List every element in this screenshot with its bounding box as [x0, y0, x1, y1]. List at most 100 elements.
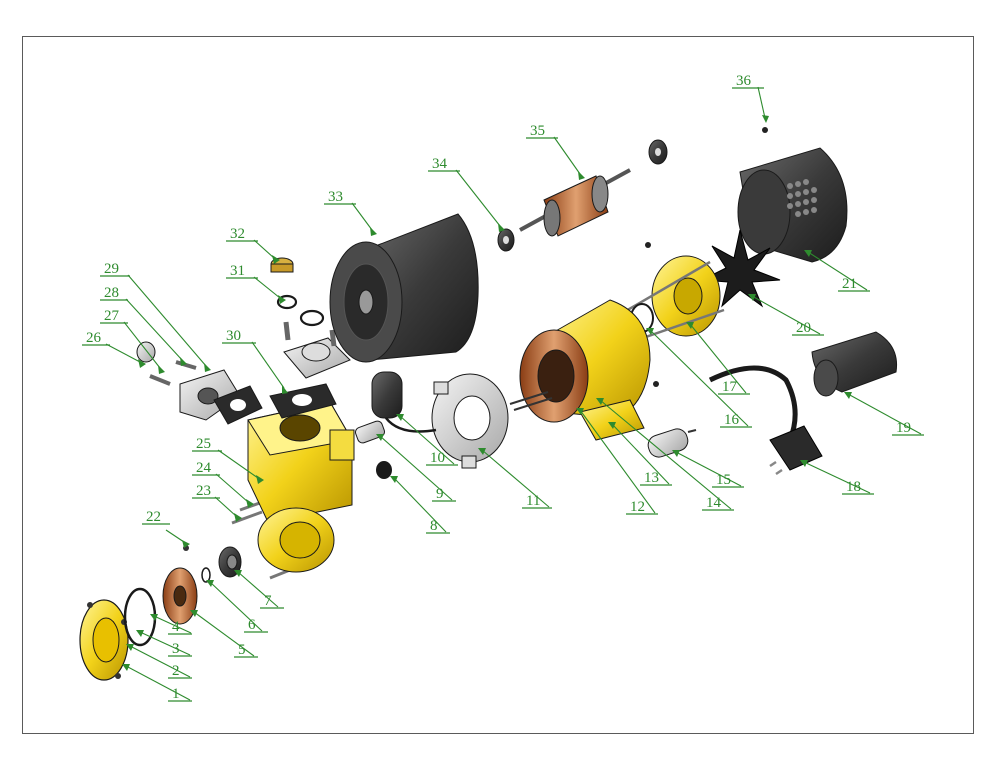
flange-bolt-part — [175, 360, 197, 370]
part-label-29: 29 — [100, 261, 130, 277]
part-number-text: 14 — [706, 495, 722, 511]
part-label-5: 5 — [234, 642, 258, 658]
part-label-15: 15 — [712, 472, 744, 488]
parts-layer — [79, 127, 898, 681]
seal-ring-part — [299, 309, 325, 327]
part-number-text: 15 — [716, 472, 731, 488]
end-shield-part — [599, 242, 725, 352]
impeller-part — [162, 567, 198, 625]
power-cable-part — [708, 365, 823, 476]
part-label-31: 31 — [226, 263, 258, 279]
fan-cover-part — [737, 147, 848, 263]
part-label-13: 13 — [640, 470, 672, 486]
part-number-text: 7 — [264, 593, 272, 609]
part-number-text: 3 — [172, 641, 180, 657]
leader-lines — [105, 86, 922, 701]
motor-casing-part — [329, 213, 479, 363]
part-label-14: 14 — [702, 495, 734, 511]
part-label-34: 34 — [428, 156, 460, 172]
part-label-3: 3 — [168, 641, 192, 657]
part-number-text: 17 — [722, 379, 738, 395]
part-number-text: 12 — [630, 499, 645, 515]
part-number-text: 26 — [86, 330, 102, 346]
rubber-washer-part — [376, 461, 392, 479]
part-number-text: 28 — [104, 285, 119, 301]
part-label-32: 32 — [226, 226, 258, 242]
part-label-27: 27 — [100, 308, 128, 324]
part-label-2: 2 — [168, 663, 192, 679]
part-label-4: 4 — [168, 619, 192, 635]
part-label-23: 23 — [192, 483, 220, 499]
part-number-text: 32 — [230, 226, 245, 242]
bearing-part — [497, 228, 515, 252]
capacitor-part — [647, 428, 697, 458]
mechanical-seal-part — [218, 546, 242, 578]
part-number-text: 24 — [196, 460, 212, 476]
part-number-text: 23 — [196, 483, 211, 499]
part-number-text: 36 — [736, 73, 752, 89]
part-label-18: 18 — [842, 479, 874, 495]
part-label-17: 17 — [718, 379, 750, 395]
part-label-33: 33 — [324, 189, 356, 205]
part-number-text: 10 — [430, 450, 445, 466]
part-number-text: 21 — [842, 276, 857, 292]
plug-bolt-part — [149, 374, 171, 386]
part-label-30: 30 — [222, 328, 256, 344]
part-label-21: 21 — [838, 276, 870, 292]
part-number-text: 1 — [172, 686, 180, 702]
part-label-8: 8 — [426, 518, 450, 534]
part-number-text: 19 — [896, 420, 911, 436]
part-label-6: 6 — [244, 617, 268, 633]
terminal-cover-part — [811, 331, 898, 397]
part-number-text: 6 — [248, 617, 256, 633]
part-number-text: 18 — [846, 479, 861, 495]
part-label-28: 28 — [100, 285, 128, 301]
pressure-switch-part — [355, 371, 437, 444]
part-label-24: 24 — [192, 460, 220, 476]
part-number-text: 33 — [328, 189, 343, 205]
part-label-25: 25 — [192, 436, 222, 452]
part-number-text: 34 — [432, 156, 448, 172]
part-number-text: 35 — [530, 123, 545, 139]
part-number-text: 20 — [796, 320, 811, 336]
part-number-text: 4 — [172, 619, 180, 635]
part-number-text: 11 — [526, 493, 540, 509]
part-number-text: 2 — [172, 663, 180, 679]
part-number-text: 16 — [724, 412, 740, 428]
part-label-10: 10 — [426, 450, 458, 466]
bearing-part — [648, 139, 668, 165]
part-number-text: 27 — [104, 308, 120, 324]
part-label-22: 22 — [142, 509, 170, 525]
part-number-text: 5 — [238, 642, 246, 658]
part-label-16: 16 — [720, 412, 752, 428]
fan-part — [700, 229, 781, 308]
washer-part — [201, 567, 211, 583]
part-number-text: 25 — [196, 436, 211, 452]
part-number-text: 8 — [430, 518, 438, 534]
stator-housing-part — [509, 299, 659, 441]
inlet-flange-part — [283, 321, 351, 379]
part-number-text: 31 — [230, 263, 245, 279]
part-label-1: 1 — [168, 686, 192, 702]
part-number-text: 9 — [436, 486, 444, 502]
part-label-11: 11 — [522, 493, 552, 509]
pump-cover-part — [79, 599, 129, 681]
part-labels: 1 2 3 4 5 6 7 8 9 10 11 12 13 14 15 16 1… — [82, 73, 924, 702]
pump-body-part — [247, 401, 355, 573]
rotor-part — [519, 168, 631, 237]
part-label-36: 36 — [732, 73, 764, 89]
motor-bracket-part — [431, 373, 509, 469]
plug-part — [136, 341, 156, 363]
part-number-text: 29 — [104, 261, 119, 277]
part-label-20: 20 — [792, 320, 824, 336]
part-label-12: 12 — [626, 499, 658, 515]
part-label-19: 19 — [892, 420, 924, 436]
part-label-9: 9 — [432, 486, 456, 502]
part-label-26: 26 — [82, 330, 110, 346]
part-number-text: 13 — [644, 470, 659, 486]
part-label-35: 35 — [526, 123, 558, 139]
seal-ring-part — [276, 294, 298, 310]
screw-part — [762, 127, 768, 133]
part-number-text: 22 — [146, 509, 161, 525]
